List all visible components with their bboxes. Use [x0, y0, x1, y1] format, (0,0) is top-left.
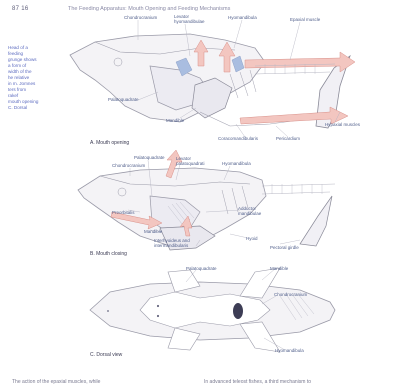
label-palatoquadrate-b: Palatoquadrate: [134, 155, 165, 160]
panel-c-title: C. Dorsal view: [90, 352, 122, 358]
label-mandible-c: Mandible: [270, 266, 288, 271]
label-mandible-b: Mandible: [144, 229, 162, 234]
label-hyoid-b: Hyoid: [246, 236, 258, 241]
label-palatoquadrate-a: Palatoquadrate: [108, 97, 139, 102]
label-adductor-mandibulae-b: Adductor mandibulae: [238, 206, 268, 216]
panel-c-drawing: [90, 268, 335, 352]
label-levator-hyomandibulae-a: Levator hyomandibulae: [174, 14, 204, 24]
label-mandible-a: Mandible: [166, 118, 184, 123]
panel-a-title: A. Mouth opening: [90, 140, 129, 146]
label-hyomandibula-b: Hyomandibula: [222, 161, 251, 166]
label-epaxial-muscle-a: Epaxial muscle: [290, 17, 320, 22]
label-coracomandibularis-a: Coracomandibularis: [218, 136, 258, 141]
label-interhyoideus-b: Interhyoideus and intermandibularis: [154, 238, 204, 248]
body-text-left: The action of the epaxial muscles, while: [12, 379, 100, 385]
label-levator-palatoquadrati-b: Levator palatoquadrati: [176, 156, 206, 166]
label-pericardium-a: Pericardium: [276, 136, 300, 141]
label-chondrocranium-c: Chondrocranium: [274, 292, 307, 297]
label-palatoquadrate-c: Palatoquadrate: [186, 266, 217, 271]
label-hypaxial-muscles-a: Hypaxial muscles: [325, 122, 360, 127]
label-preorbitalis-b: Preorbitalis: [112, 210, 135, 215]
panel-a-drawing: [70, 20, 355, 137]
label-hyomandibula-a: Hyomandibula: [228, 15, 257, 20]
label-pectoral-girdle-b: Pectoral girdle: [270, 245, 299, 250]
body-text-right: In advanced teleost fishes, a third mech…: [204, 379, 311, 385]
label-hyomandibula-c: Hyomandibula: [275, 348, 304, 353]
label-chondrocranium-b: Chondrocranium: [112, 163, 145, 168]
panel-b-title: B. Mouth closing: [90, 251, 127, 257]
label-chondrocranium-a: Chondrocranium: [124, 15, 157, 20]
